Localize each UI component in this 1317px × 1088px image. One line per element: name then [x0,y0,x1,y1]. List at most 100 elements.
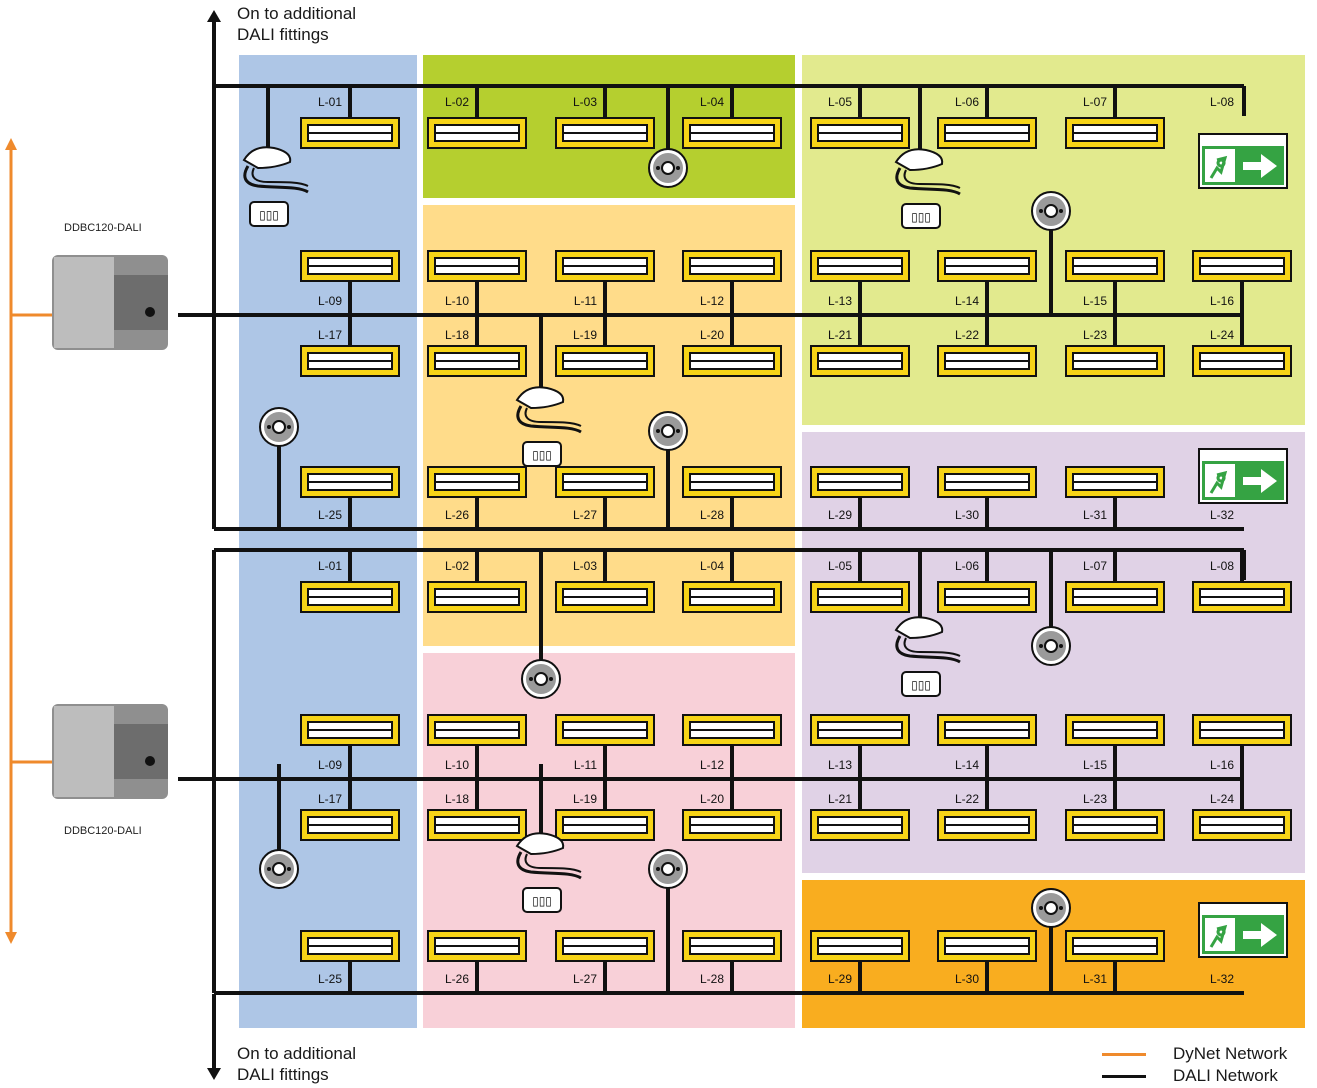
fixture-label: L-10 [445,758,469,772]
light-fixture [1065,581,1165,613]
light-fixture [682,714,782,746]
fixture-label: L-09 [318,294,342,308]
fixture-label: L-29 [828,972,852,986]
light-fixture [300,581,400,613]
fixture-label: L-25 [318,972,342,986]
fixture-label: L-14 [955,758,979,772]
light-fixture [810,466,910,498]
fixture-label: L-19 [573,792,597,806]
light-fixture [300,345,400,377]
light-fixture [937,930,1037,962]
light-fixture [300,809,400,841]
light-fixture [427,250,527,282]
motion-sensor-icon [1031,888,1071,928]
module-label-tag: ▯▯▯ [522,887,562,913]
light-fixture [1065,345,1165,377]
fixture-label: L-01 [318,95,342,109]
light-fixture [300,250,400,282]
fixture-label: L-11 [574,294,597,308]
module-label-tag: ▯▯▯ [522,441,562,467]
fixture-label: L-22 [955,328,979,342]
fixture-label: L-15 [1083,758,1107,772]
light-fixture [427,930,527,962]
light-fixture [300,117,400,149]
fixture-label: L-31 [1083,508,1107,522]
fixture-label: L-13 [828,758,852,772]
fixture-label: L-07 [1083,559,1107,573]
controller-box-1 [52,255,168,350]
fixture-label: L-24 [1210,328,1234,342]
light-fixture [555,581,655,613]
fixture-label: L-08 [1210,95,1234,109]
interface-module-icon [894,616,961,664]
controller-label-1: DDBC120-DALI [64,222,142,234]
light-fixture [300,714,400,746]
fixture-label: L-23 [1083,328,1107,342]
top-note-line1: On to additional [237,4,357,23]
fixture-label: L-18 [445,328,469,342]
bottom-note-line1: On to additional [237,1044,357,1063]
fixture-label: L-04 [700,95,724,109]
fixture-label: L-03 [573,95,597,109]
exit-sign-icon [1198,133,1288,189]
light-fixture [300,466,400,498]
light-fixture [682,117,782,149]
fixture-label: L-10 [445,294,469,308]
fixture-label: L-21 [828,792,852,806]
light-fixture [1065,930,1165,962]
dali-network-wires [178,10,1246,1080]
svg-text:▯▯▯: ▯▯▯ [911,210,931,224]
fixture-label: L-18 [445,792,469,806]
fixture-label: L-20 [700,792,724,806]
motion-sensor-icon [521,659,561,699]
top-note-line2: DALI fittings [237,25,329,44]
lighting-zones [239,55,1305,1028]
fixture-label: L-01 [318,559,342,573]
fixture-label: L-32 [1210,972,1234,986]
fixture-label: L-11 [574,758,597,772]
motion-sensor-icon [1031,191,1071,231]
light-fixture [937,809,1037,841]
fixture-label: L-20 [700,328,724,342]
controller-label-2: DDBC120-DALI [64,825,142,837]
light-fixture [427,117,527,149]
interface-module-icon [515,832,582,880]
fixture-label: L-06 [955,559,979,573]
fixture-label: L-27 [573,972,597,986]
light-fixture [427,714,527,746]
fixture-label: L-30 [955,508,979,522]
light-fixture [1192,714,1292,746]
light-fixture [1065,714,1165,746]
light-fixture [937,714,1037,746]
interface-module-icon [894,148,961,196]
module-label-tag: ▯▯▯ [901,203,941,229]
interface-module-icon [515,386,582,434]
fixture-label: L-16 [1210,294,1234,308]
fixture-label: L-19 [573,328,597,342]
fixture-label: L-05 [828,95,852,109]
light-fixture [1065,466,1165,498]
light-fixture [810,714,910,746]
light-fixture [555,714,655,746]
fixture-label: L-29 [828,508,852,522]
light-fixture [937,117,1037,149]
motion-sensor-icon [648,849,688,889]
fixture-label: L-28 [700,508,724,522]
svg-text:▯▯▯: ▯▯▯ [259,208,279,222]
top-continuation-note: On to additional DALI fittings [237,3,356,45]
light-fixture [1192,809,1292,841]
fixture-label: L-17 [318,792,342,806]
fixture-label: L-22 [955,792,979,806]
dali-swatch [1102,1075,1146,1078]
fixture-label: L-26 [445,508,469,522]
light-fixture [1192,250,1292,282]
fixture-label: L-32 [1210,508,1234,522]
light-fixture [555,466,655,498]
dynet-arrow-down-icon [5,932,17,944]
motion-sensor-icon [648,411,688,451]
fixture-label: L-27 [573,508,597,522]
svg-text:▯▯▯: ▯▯▯ [532,894,552,908]
fixture-label: L-17 [318,328,342,342]
light-fixture [810,581,910,613]
